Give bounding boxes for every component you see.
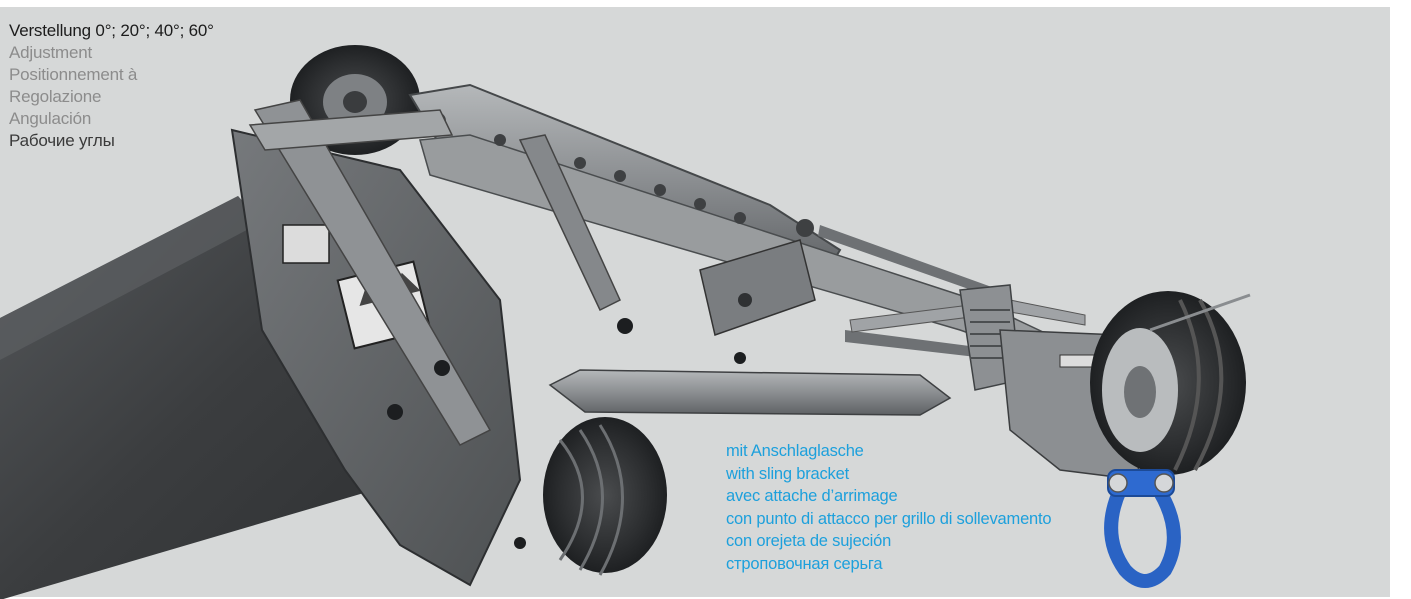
caption-line-it: Regolazione bbox=[9, 87, 102, 106]
sling-line-fr: avec attache d’arrimage bbox=[726, 487, 898, 506]
caption-line-es: Angulación bbox=[9, 109, 92, 128]
sling-line-ru: строповочная серьга bbox=[726, 554, 883, 573]
sling-line-en: with sling bracket bbox=[726, 464, 849, 483]
caption-line-ru: Рабочие углы bbox=[9, 131, 115, 150]
sling-line-es: con orejeta de sujeción bbox=[726, 532, 892, 551]
bottom-wheel bbox=[543, 417, 667, 576]
linkage-arm bbox=[248, 83, 1141, 481]
right-wheel bbox=[1090, 291, 1251, 475]
caption-line-de: Verstellung 0°; 20°; 40°; 60° bbox=[9, 21, 214, 40]
sling-line-de: mit Anschlaglasche bbox=[726, 442, 864, 460]
sling-line-it: con punto di attacco per grillo di solle… bbox=[726, 509, 1052, 528]
caption-line-en: Adjustment bbox=[9, 43, 93, 62]
lifting-shackle bbox=[1104, 469, 1181, 588]
sling-bracket-caption: mit Anschlaglasche with sling bracket av… bbox=[726, 440, 1052, 576]
adjustment-caption: Verstellung 0°; 20°; 40°; 60° Adjustment… bbox=[9, 20, 214, 152]
caption-line-fr: Positionnement à bbox=[9, 65, 138, 84]
